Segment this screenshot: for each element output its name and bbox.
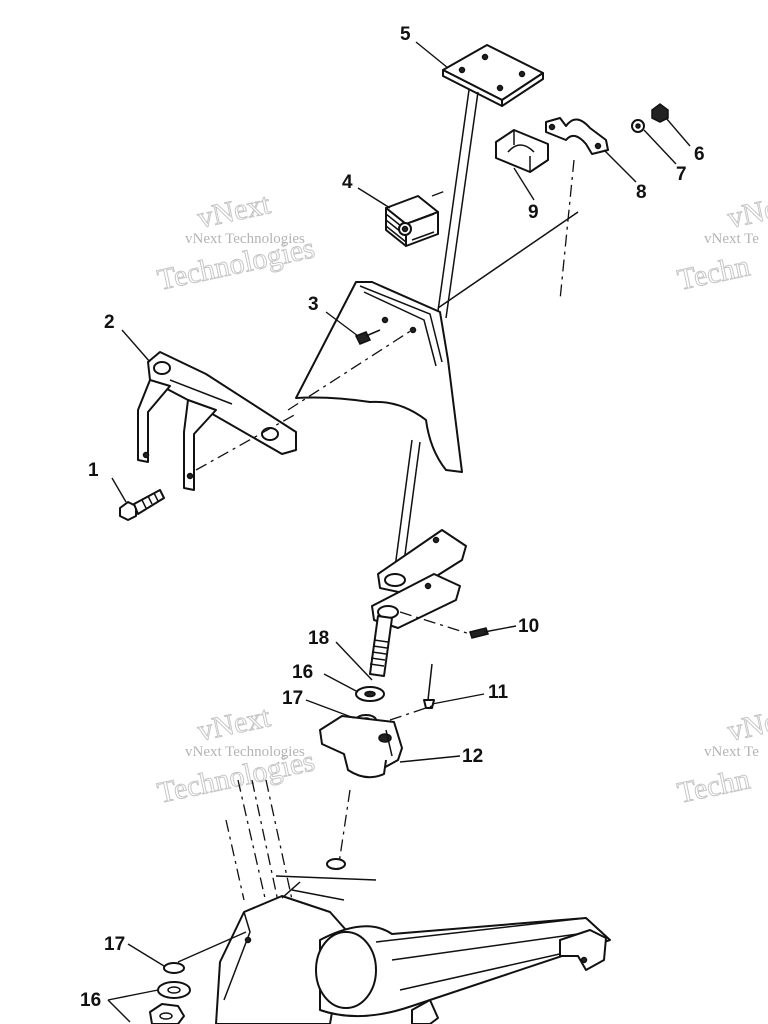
dash-line <box>559 159 575 301</box>
callout-17-upper: 17 <box>282 688 303 709</box>
spindle-arm-part12 <box>319 715 403 779</box>
steering-shaft-upper <box>436 89 479 319</box>
watermark-upper-left: vNext vNext Technologies Technologies <box>154 187 318 298</box>
line <box>437 211 579 309</box>
callout-18: 18 <box>308 628 329 649</box>
callout-10: 10 <box>518 616 539 637</box>
washer-part17-lower <box>163 962 185 974</box>
callout-9: 9 <box>528 202 539 223</box>
screw-part3 <box>354 329 381 345</box>
dash-line <box>195 413 297 471</box>
mounting-plate-part5 <box>442 44 544 107</box>
watermark-text: vNext Te <box>704 744 759 760</box>
watermark-text: vNext Technologies <box>185 231 305 247</box>
bolt-part11 <box>423 663 435 709</box>
callout-labels: 1 2 3 4 5 6 7 8 9 10 11 12 16 17 18 17 1… <box>80 24 705 1011</box>
clamp-part8 <box>545 117 609 155</box>
pin-part10 <box>469 627 489 639</box>
dash-line <box>399 611 471 635</box>
callout-12: 12 <box>462 746 483 767</box>
watermark-upper-right: vNext vNext Te Techn <box>674 187 768 298</box>
callout-8: 8 <box>636 182 647 203</box>
ghost-spindle-dash <box>225 779 351 921</box>
callout-6: 6 <box>694 144 705 165</box>
splined-shaft-part18 <box>369 615 393 677</box>
dash-line <box>431 189 449 197</box>
callout-5: 5 <box>400 24 411 45</box>
watermark-word: vNext <box>725 700 768 748</box>
dash-line <box>389 705 433 721</box>
callout-17-lower: 17 <box>104 934 125 955</box>
bolt-part1 <box>119 489 165 521</box>
callout-11: 11 <box>488 682 509 703</box>
axle-end-bracket <box>411 929 607 1024</box>
saddle-block-part9 <box>495 129 549 173</box>
watermark-text: vNext Technologies <box>185 744 305 760</box>
bushing-block-part4 <box>385 195 439 247</box>
watermark-word: vNext <box>725 187 768 235</box>
watermark-word: vNext <box>195 700 274 748</box>
callout-7: 7 <box>676 164 687 185</box>
callout-16-lower: 16 <box>80 990 101 1011</box>
washer-part16-upper <box>355 686 385 702</box>
callout-1: 1 <box>88 460 99 481</box>
watermark-word: Techn <box>675 249 753 296</box>
callout-16-upper: 16 <box>292 662 313 683</box>
callout-4: 4 <box>342 172 353 193</box>
leader-line <box>177 931 247 963</box>
lower-plate-upper <box>377 529 467 595</box>
washer-part7 <box>631 119 645 133</box>
watermark-text: vNext Te <box>704 231 759 247</box>
leader-lines <box>107 41 691 1023</box>
callout-3: 3 <box>308 294 319 315</box>
bracket-part2 <box>137 351 297 491</box>
callout-2: 2 <box>104 312 115 333</box>
watermark-word: vNext <box>195 187 274 235</box>
axle-tube <box>315 917 611 1018</box>
watermark-word: Techn <box>675 762 753 809</box>
watermark-lower-right: vNext vNext Te Techn <box>674 700 768 811</box>
washer-part16-lower <box>157 981 191 999</box>
lower-plate-lower <box>371 573 461 629</box>
nut-part6 <box>651 103 669 123</box>
watermark-lower-left: vNext vNext Technologies Technologies <box>154 700 318 811</box>
main-bracket <box>295 281 463 473</box>
nut-lower <box>149 1003 185 1024</box>
